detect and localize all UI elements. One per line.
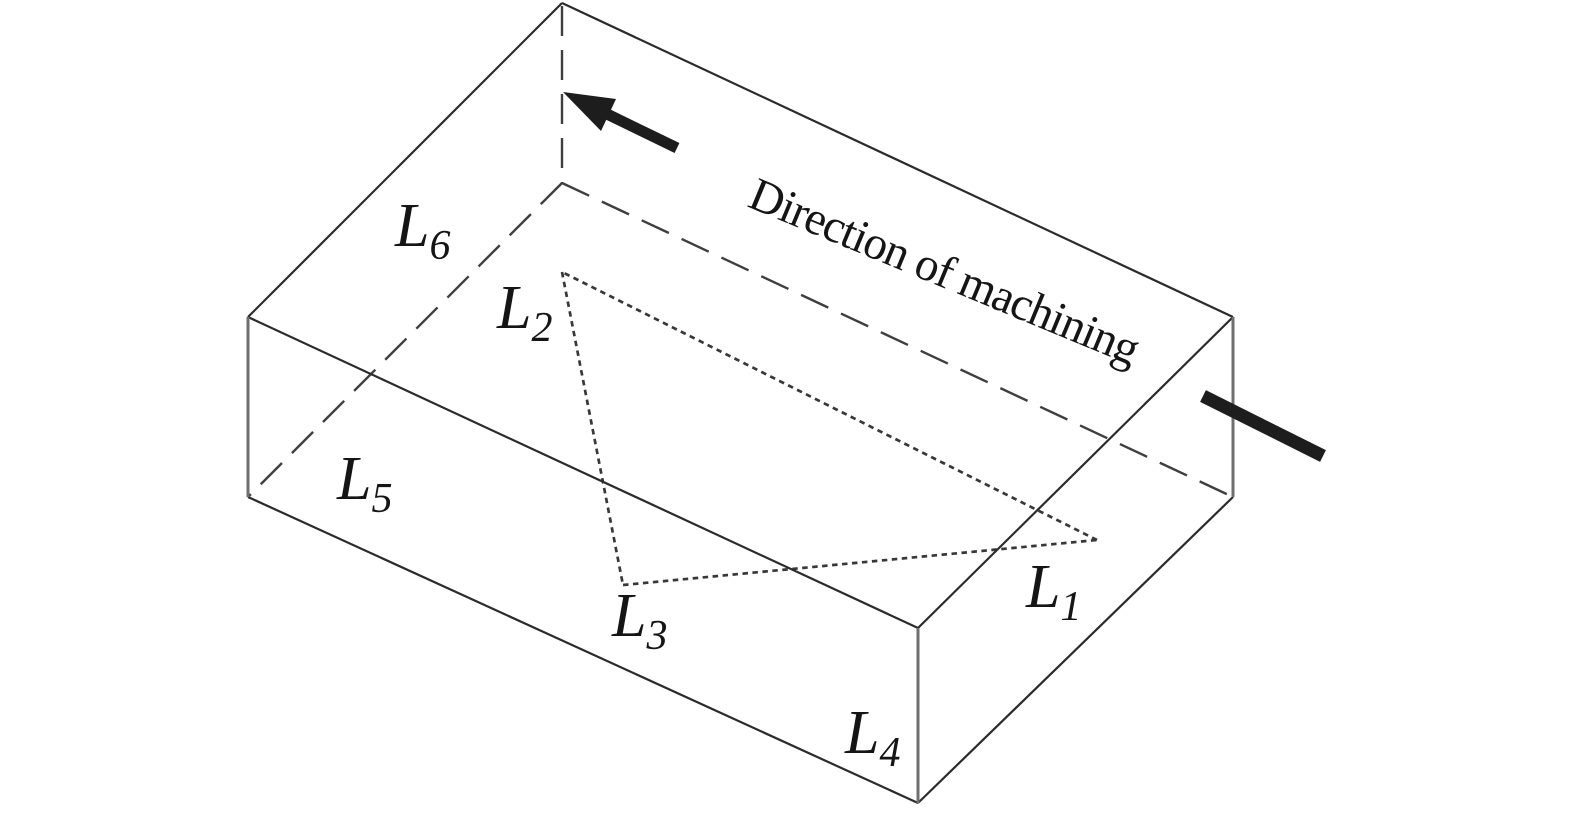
label-l6: L6 (394, 192, 450, 269)
edge-top-front-right (917, 316, 1234, 629)
label-l6-sub: 6 (429, 223, 450, 269)
label-l3-base: L (611, 582, 646, 650)
machining-direction-arrow-shaft (604, 109, 680, 153)
beam-rod (1200, 390, 1326, 462)
label-l2: L2 (496, 274, 552, 351)
label-l3: L3 (611, 582, 667, 659)
edge-bottom-front-right (917, 496, 1234, 804)
label-l4-base: L (844, 699, 879, 767)
edge-top-back-right (561, 2, 1234, 318)
label-l4-sub: 4 (879, 730, 900, 776)
label-l2-base: L (496, 274, 531, 342)
machining-direction-arrow (563, 92, 680, 153)
label-l1-base: L (1025, 553, 1060, 621)
edge-top-front-left (247, 316, 919, 629)
label-l2-sub: 2 (531, 305, 552, 351)
label-l5-base: L (336, 445, 371, 513)
label-l4: L4 (844, 699, 900, 776)
edge-bottom-front-left (247, 495, 919, 805)
direction-of-machining-label: Direction of machining (742, 168, 1147, 376)
label-l1-sub: 1 (1060, 584, 1081, 630)
box-hidden-edges (247, 6, 1234, 499)
label-l5-sub: 5 (371, 476, 392, 522)
label-l5: L5 (336, 445, 392, 522)
label-l1: L1 (1025, 553, 1081, 630)
edge-top-back-left (247, 2, 563, 318)
scan-path (560, 270, 1098, 587)
label-l6-base: L (394, 192, 429, 260)
scan-path-segment-l2 (560, 271, 625, 586)
hidden-edge-bottom-left (247, 182, 563, 498)
box-vertical-edges (246, 317, 1235, 803)
label-l3-sub: 3 (645, 613, 667, 659)
machining-direction-arrow-head-icon (563, 92, 616, 131)
hidden-edge-bottom-right (561, 181, 1234, 499)
box-solid-edges (247, 2, 1234, 805)
